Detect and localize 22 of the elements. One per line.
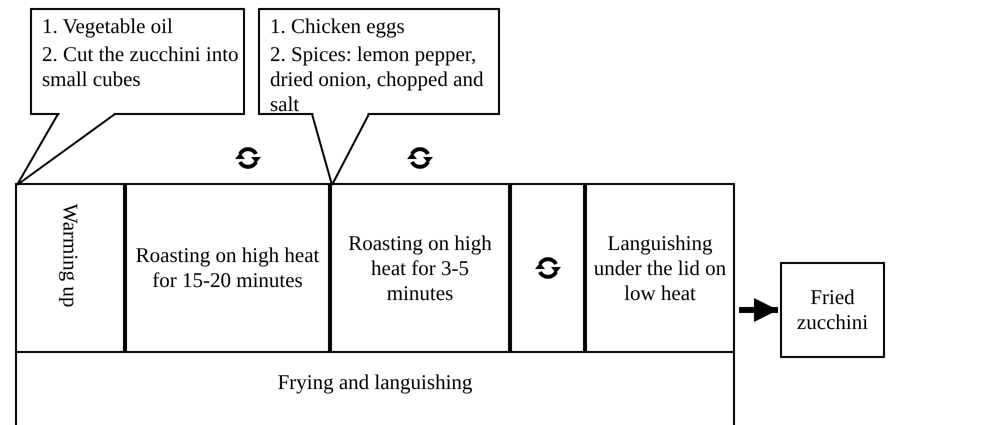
step-cell	[510, 183, 585, 353]
callout-pointer	[311, 113, 370, 186]
list-item: 1. Vegetable oil	[42, 14, 174, 39]
arrow	[739, 298, 778, 322]
output-label: Fried zucchini	[796, 285, 870, 335]
process-label: Frying and languishing	[276, 370, 474, 395]
callout-pointer	[16, 113, 116, 186]
step-label: Languishing under the lid on low heat	[592, 230, 728, 306]
step-cell	[15, 183, 125, 353]
list-item: 1. Chicken eggs	[270, 14, 406, 39]
step-cell	[585, 183, 735, 353]
callout-box	[30, 8, 245, 115]
step-cell	[330, 183, 510, 353]
step-cell	[125, 183, 330, 353]
step-label: Roasting on high heat for 3-5 minutes	[347, 230, 493, 306]
callout-box	[258, 8, 500, 115]
list-item: 2. Spices: lemon pepper, dried onion, chopped and salt	[270, 42, 484, 117]
list-item: 2. Cut the zucchini into small cubes	[42, 42, 239, 92]
step-label: Roasting on high heat for 15-20 minutes	[134, 243, 320, 293]
step-label: Warming up	[58, 202, 82, 310]
output-box	[780, 262, 885, 358]
process-box	[15, 183, 735, 425]
